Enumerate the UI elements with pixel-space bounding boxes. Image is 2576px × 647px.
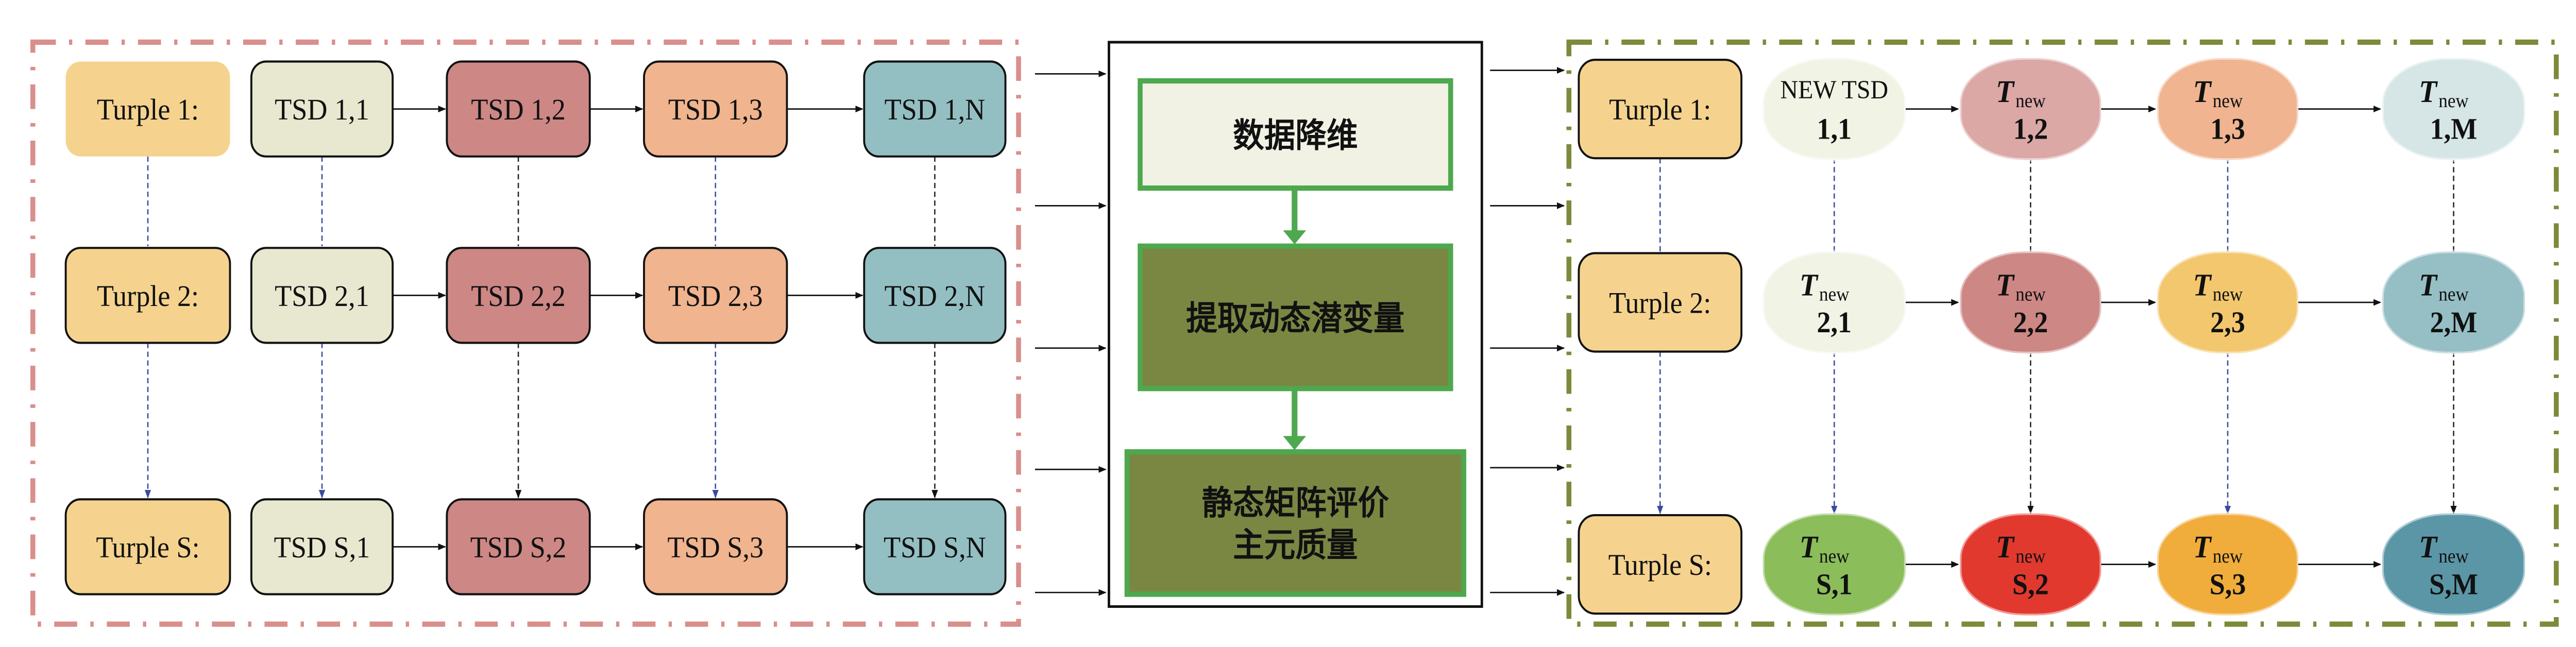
turple-label-box [65, 61, 230, 157]
tsd-label: TSD 1,3 [668, 93, 763, 126]
node-symbol-sub: new [2213, 284, 2243, 305]
turple-label: Turple 2: [97, 280, 199, 313]
node-symbol-main: T [2419, 267, 2438, 302]
tsd-label: TSD 2,1 [275, 280, 369, 313]
tsd-label: TSD S,2 [470, 531, 567, 564]
turple-label-box [1578, 252, 1743, 353]
process-step-box [1138, 243, 1453, 391]
turple-label: Turple 2: [1609, 287, 1711, 320]
node-symbol-sub: new [2438, 90, 2469, 111]
tsd-label: TSD S,3 [667, 531, 764, 564]
node-index: 1,3 [2210, 113, 2245, 146]
node-symbol-main: T [2419, 529, 2438, 564]
node-symbol-sub: new [2438, 546, 2469, 567]
node-symbol-main: T [1996, 267, 2015, 302]
turple-label-box [1578, 58, 1743, 160]
process-step-box [1138, 78, 1453, 191]
node-symbol-sub: new [2438, 284, 2469, 305]
new-tsd-node [2380, 56, 2527, 162]
tsd-label: TSD 1,N [885, 93, 986, 126]
turple-label: Turple 1: [1609, 93, 1711, 126]
node-index: S,M [2429, 568, 2478, 601]
left-dashed-frame [30, 39, 1021, 627]
left-row: Turple 1: TSD 1,1 TSD 1,2 TSD 1,3 TSD 1,N [65, 60, 1007, 158]
turple-label: Turple 1: [97, 93, 199, 126]
node-index: 2,1 [1817, 306, 1852, 339]
node-symbol-main: T [2193, 267, 2213, 302]
new-tsd-node [2380, 249, 2527, 355]
node-index: S,1 [1816, 568, 1853, 601]
process-step-label: 静态矩阵评价 [1202, 484, 1389, 521]
tsd-label: TSD 2,2 [471, 280, 566, 313]
tsd-label: TSD S,1 [274, 531, 370, 564]
node-index: 1,1 [1817, 113, 1852, 146]
process-flow-arrowhead [1283, 436, 1307, 450]
tsd-label: TSD 2,3 [668, 280, 763, 313]
node-index: 2,3 [2210, 306, 2245, 339]
process-step-label: 数据降维 [1233, 117, 1358, 154]
process-step-label: 主元质量 [1233, 526, 1358, 564]
turple-label-box [64, 247, 231, 344]
tsd-box [863, 247, 1007, 344]
process-flow-arrowhead [1283, 230, 1307, 245]
tsd-label: TSD 1,1 [275, 93, 369, 126]
node-symbol-sub: new [2015, 546, 2046, 567]
node-symbol-sub: new [2015, 284, 2046, 305]
node-symbol-sub: new [2015, 90, 2046, 111]
node-symbol-sub: new [2213, 90, 2243, 111]
left-row: Turple S: TSD S,1 TSD S,2 TSD S,3 TSD S,N [64, 498, 1007, 595]
tsd-label: TSD 1,2 [471, 93, 566, 126]
turple-label-box [1578, 514, 1743, 615]
turple-label-box [64, 498, 231, 595]
turple-label: Turple S: [96, 531, 199, 564]
node-title: NEW TSD [1781, 75, 1888, 105]
node-symbol-main: T [2193, 74, 2213, 109]
tsd-label: TSD S,N [884, 531, 986, 564]
left-row: Turple 2: TSD 2,1 TSD 2,2 TSD 2,3 TSD 2,N [64, 247, 1007, 344]
node-symbol-main: T [2419, 74, 2438, 109]
new-tsd-node [2380, 512, 2527, 617]
process-step-box [1124, 449, 1466, 597]
node-symbol-sub: new [1819, 546, 1850, 567]
tsd-box [863, 498, 1007, 595]
right-dashed-frame [1566, 39, 2559, 627]
node-symbol-main: T [2193, 529, 2213, 564]
node-symbol-sub: new [2213, 546, 2243, 567]
turple-label: Turple S: [1608, 549, 1712, 582]
node-symbol-sub: new [1819, 284, 1850, 305]
node-index: 1,2 [2013, 113, 2048, 146]
node-index: S,2 [2012, 568, 2049, 601]
node-symbol-main: T [1996, 74, 2015, 109]
node-index: 2,2 [2013, 306, 2048, 339]
node-symbol-main: T [1800, 267, 1819, 302]
node-index: S,3 [2210, 568, 2246, 601]
process-step-label: 提取动态潜变量 [1186, 300, 1404, 337]
node-index: 1,M [2430, 113, 2478, 146]
tsd-label: TSD 2,N [885, 280, 986, 313]
node-symbol-main: T [1800, 529, 1819, 564]
tsd-box [863, 60, 1007, 158]
node-symbol-main: T [1996, 529, 2015, 564]
node-index: 2,M [2430, 306, 2478, 339]
